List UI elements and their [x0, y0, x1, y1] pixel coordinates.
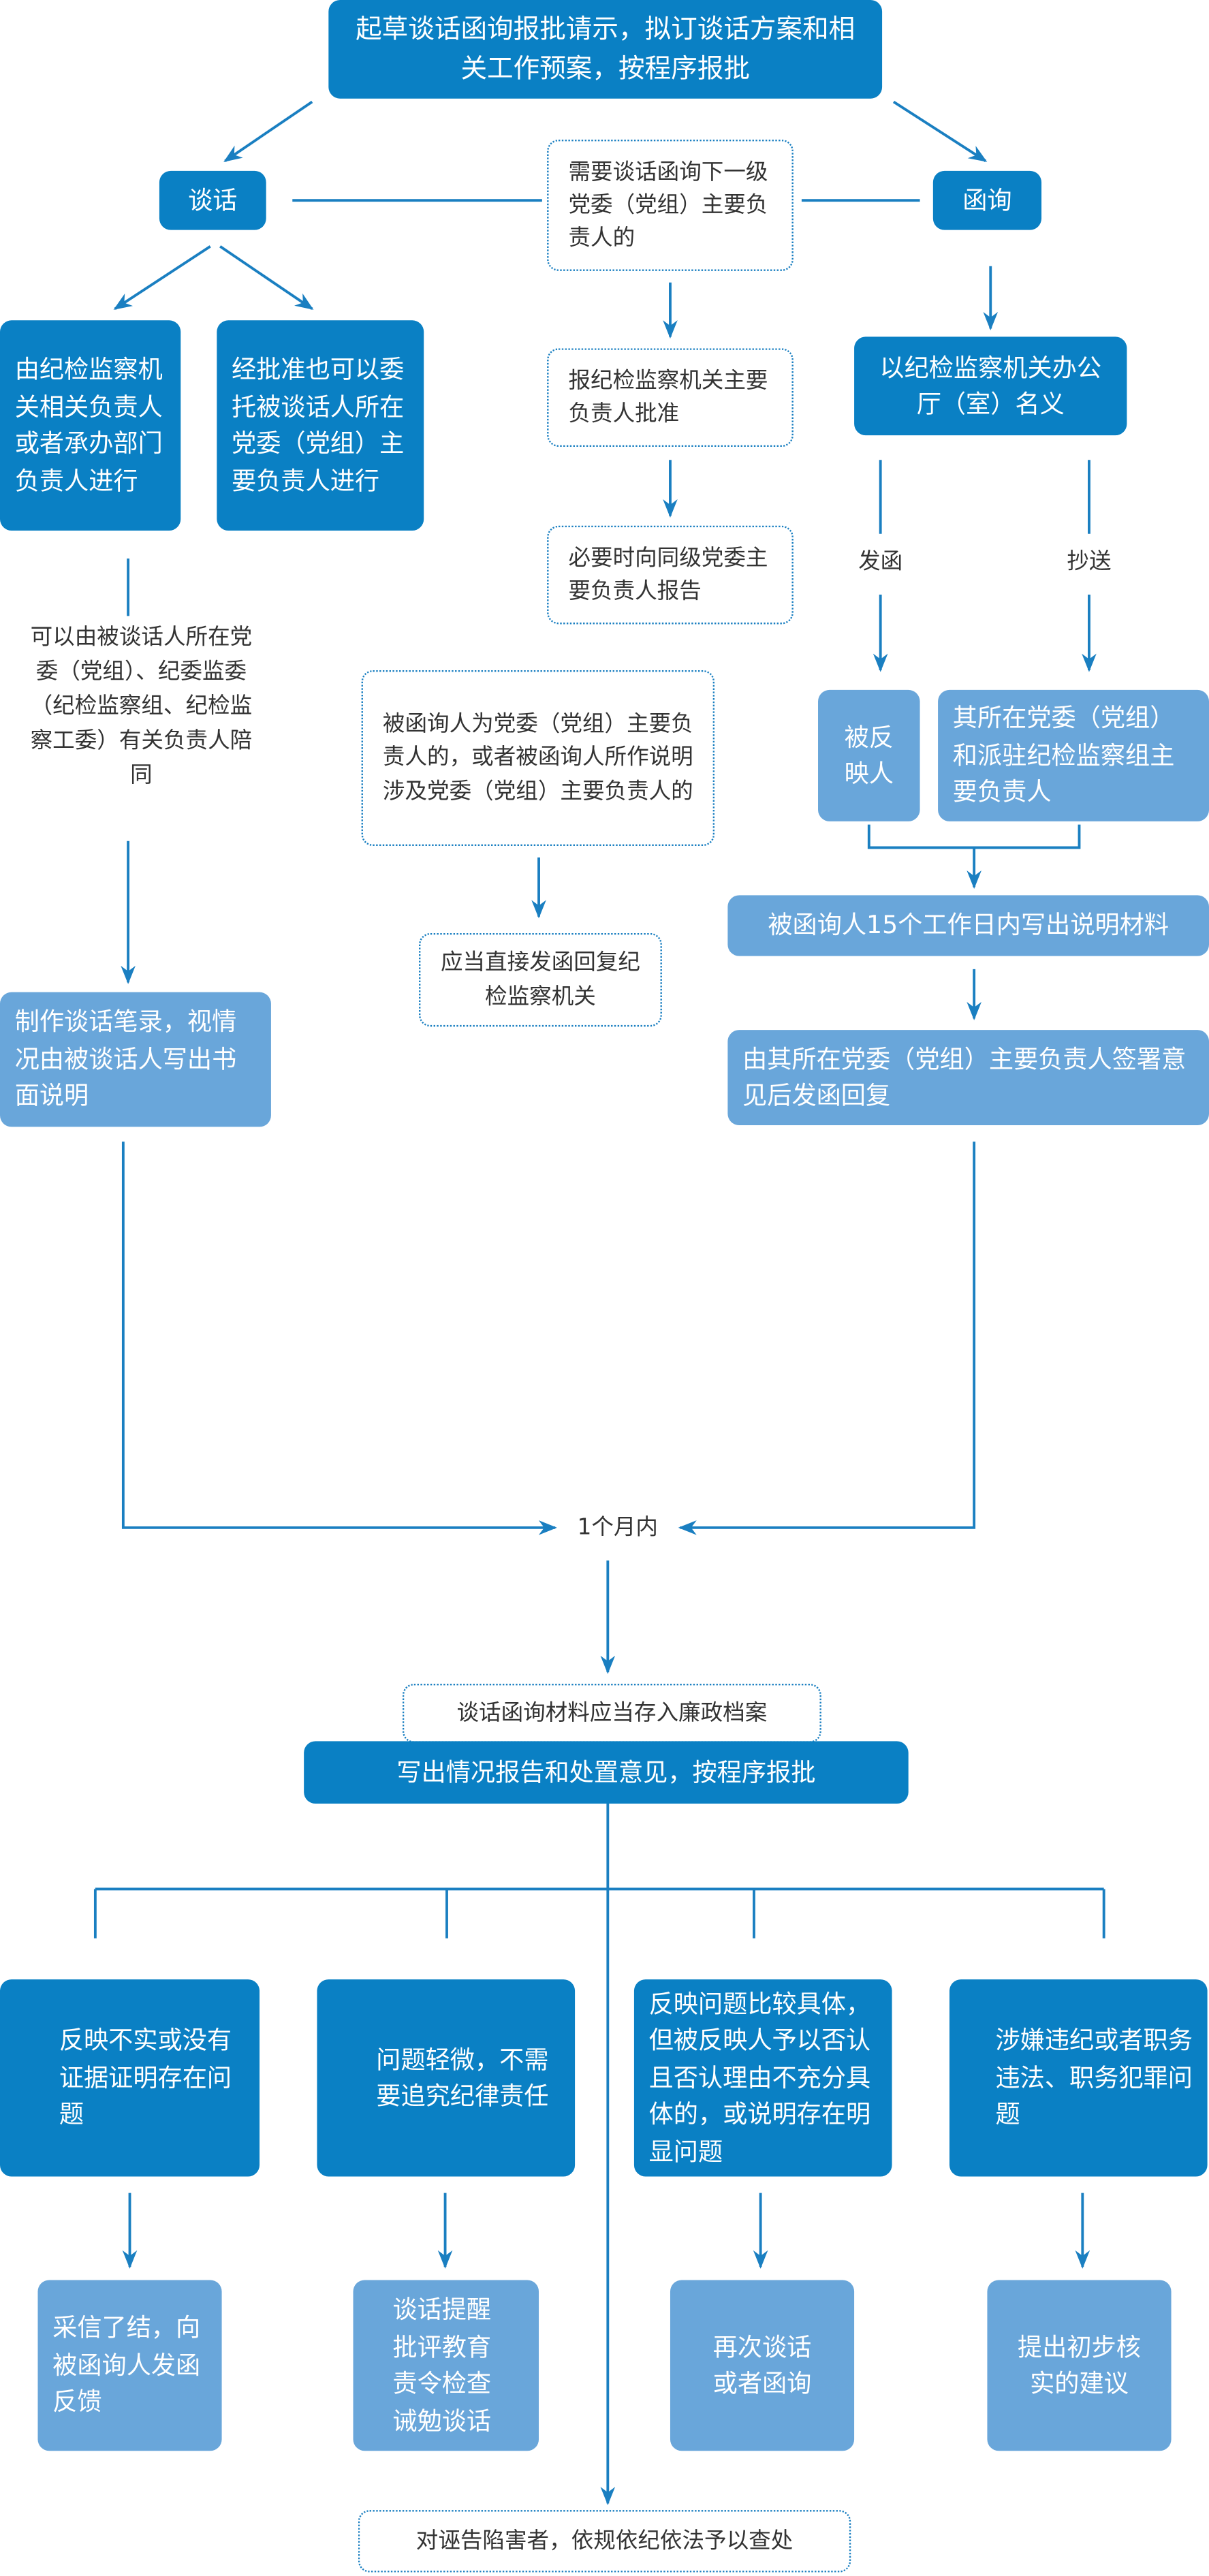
talk-record-text: 制作谈话笔录，视情况由被谈话人写出书面说明: [14, 1007, 237, 1111]
special-case-note: 被函询人为党委（党组）主要负责人的，或者被函询人所作说明涉及党委（党组）主要负责…: [361, 670, 715, 847]
outcome-case-3: 反映问题比较具体，但被反映人予以否认且否认理由不充分具体的，或说明存在明显问题: [633, 1979, 892, 2177]
situation-report-box: 写出情况报告和处置意见，按程序报批: [304, 1741, 909, 1804]
outcome-case-text: 问题轻微，不需要追究纪律责任: [376, 2044, 549, 2111]
written-within-box: 被函询人15个工作日内写出说明材料: [727, 895, 1209, 956]
special-case-text: 被函询人为党委（党组）主要负责人的，或者被函询人所作说明涉及党委（党组）主要负责…: [382, 711, 693, 804]
arrow-talk-option1: [113, 245, 211, 311]
one-month-label: 1个月内: [577, 1514, 658, 1541]
reflected-person-box: 被反映人: [818, 689, 920, 821]
draft-request-box: 起草谈话函询报批请示，拟订谈话方案和相关工作预案，按程序报批: [328, 0, 883, 99]
outcome-action-1: 采信了结，向被函询人发函反馈: [37, 2280, 222, 2451]
arrow-talk-option2: [219, 245, 314, 310]
talk-record-box: 制作谈话笔录，视情况由被谈话人写出书面说明: [0, 992, 271, 1127]
talk-option2-text: 经批准也可以委托被谈话人所在党委（党组）主要负责人进行: [232, 354, 405, 496]
report-note: 必要时向同级党委主要负责人报告: [547, 525, 794, 625]
party-head-text: 其所在党委（党组）和派驻纪检监察组主要负责人: [952, 703, 1175, 807]
false-accusation-text: 对诬告陷害者，依规依纪依法予以查处: [415, 2528, 794, 2554]
outcome-case-4: 涉嫌违纪或者职务违法、职务犯罪问题: [949, 1979, 1208, 2177]
archive-text: 谈话函询材料应当存入廉政档案: [456, 1699, 768, 1727]
outcome-case-text: 涉嫌违纪或者职务违法、职务犯罪问题: [995, 2026, 1193, 2130]
arrow-record-month: [121, 1142, 557, 1535]
talk-label: 谈话: [188, 185, 238, 215]
outcome-case-2: 问题轻微，不需要追究纪律责任: [317, 1979, 576, 2177]
inquiry-box: 函询: [932, 170, 1042, 230]
outcome-case-1: 反映不实或没有证据证明存在问题: [0, 1979, 260, 2177]
outcome-case-text: 反映问题比较具体，但被反映人予以否认且否认理由不充分具体的，或说明存在明显问题: [648, 1988, 871, 2167]
outcome-action-text: 采信了结，向被函询人发函反馈: [52, 2313, 201, 2417]
send-label: 发函: [858, 548, 903, 576]
reflected-person-text: 被反映人: [844, 721, 894, 789]
sign-reply-text: 由其所在党委（党组）主要负责人签署意见后发函回复: [742, 1043, 1187, 1111]
direct-reply-text: 应当直接发函回复纪检监察机关: [440, 949, 640, 1009]
sign-reply-box: 由其所在党委（党组）主要负责人签署意见后发函回复: [727, 1030, 1209, 1126]
outcome-action-text: 提出初步核实的建议: [1018, 2331, 1141, 2399]
subordinate-head-note: 需要谈话函询下一级党委（党组）主要负责人的: [547, 139, 794, 271]
arrow-sign-month: [678, 1142, 976, 1535]
false-accusation-note: 对诬告陷害者，依规依纪依法予以查处: [358, 2510, 851, 2573]
outcome-action-text: 再次谈话或者函询: [712, 2331, 812, 2399]
talk-option1-box: 由纪检监察机关相关负责人或者承办部门负责人进行: [0, 320, 181, 531]
direct-reply-note: 应当直接发函回复纪检监察机关: [418, 932, 662, 1027]
talk-box: 谈话: [159, 170, 266, 230]
subordinate-head-text: 需要谈话函询下一级党委（党组）主要负责人的: [568, 159, 768, 252]
archive-note: 谈话函询材料应当存入廉政档案: [402, 1683, 821, 1743]
outcome-action-text: 谈话提醒批评教育责令检查诫勉谈话: [392, 2295, 492, 2436]
inquiry-name-text: 以纪检监察机关办公厅（室）名义: [879, 352, 1102, 419]
report-text: 必要时向同级党委主要负责人报告: [568, 545, 768, 605]
draft-request-text: 起草谈话函询报批请示，拟订谈话方案和相关工作预案，按程序报批: [356, 13, 855, 84]
party-head-box: 其所在党委（党组）和派驻纪检监察组主要负责人: [938, 689, 1209, 821]
arrow-top-to-inquiry: [892, 100, 988, 162]
copy-label: 抄送: [1067, 548, 1112, 576]
arrow-top-to-talk: [223, 100, 313, 162]
outcome-action-4: 提出初步核实的建议: [987, 2280, 1172, 2451]
outcome-case-text: 反映不实或没有证据证明存在问题: [59, 2026, 232, 2130]
inquiry-name-box: 以纪检监察机关办公厅（室）名义: [854, 336, 1127, 436]
approval-text: 报纪检监察机关主要负责人批准: [568, 367, 768, 428]
accompany-text: 可以由被谈话人所在党委（党组）、纪委监委（纪检监察组、纪检监察工委）有关负责人陪…: [30, 624, 253, 788]
outcome-action-2: 谈话提醒批评教育责令检查诫勉谈话: [353, 2280, 539, 2451]
written-within-text: 被函询人15个工作日内写出说明材料: [768, 910, 1169, 941]
talk-option1-text: 由纪检监察机关相关负责人或者承办部门负责人进行: [14, 354, 163, 496]
bracket-join: [867, 824, 1081, 849]
inquiry-label: 函询: [962, 185, 1012, 215]
talk-option2-box: 经批准也可以委托被谈话人所在党委（党组）主要负责人进行: [217, 320, 424, 531]
approval-note: 报纪检监察机关主要负责人批准: [547, 348, 794, 447]
situation-report-text: 写出情况报告和处置意见，按程序报批: [396, 1757, 816, 1787]
outcome-action-3: 再次谈话或者函询: [670, 2280, 855, 2451]
